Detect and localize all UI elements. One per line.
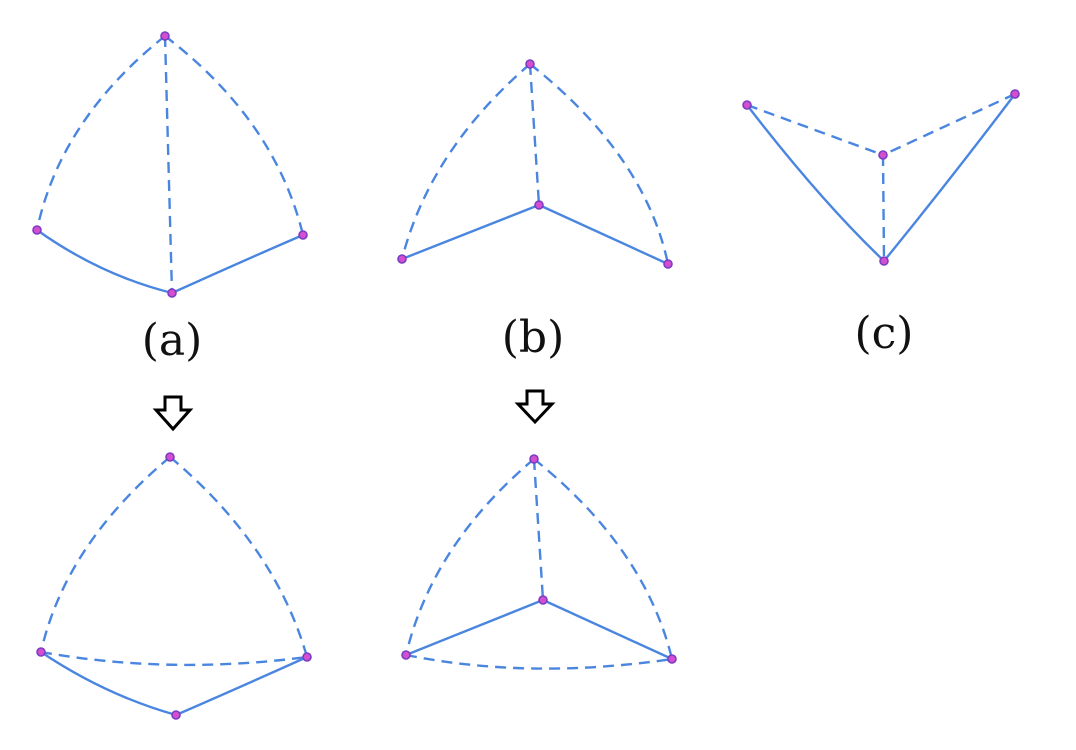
down-arrow-b	[514, 389, 556, 425]
vertex-b2-right	[667, 654, 677, 664]
edge-c-right-bottom	[882, 92, 1017, 263]
figure-b-bottom	[401, 454, 677, 670]
vertex-b-left	[397, 254, 407, 264]
vertex-a-right	[298, 230, 308, 240]
label-c: (c)	[855, 308, 914, 359]
edge-b-top-right	[529, 63, 670, 265]
edge-b-center-right	[537, 203, 670, 266]
figure-c	[742, 89, 1020, 266]
vertex-b2-left	[401, 650, 411, 660]
vertex-c-center	[878, 150, 888, 160]
edge-c-center-bottom	[881, 154, 886, 262]
figure-a-top	[32, 31, 308, 298]
edge-b2-top-left	[404, 458, 535, 656]
vertex-b-right	[663, 259, 673, 269]
edge-b-center-left	[400, 203, 541, 261]
edge-a-bottom-left	[35, 228, 174, 295]
edge-a-top-center	[163, 35, 174, 294]
vertex-a2-left	[36, 647, 46, 657]
edge-a-top-right	[164, 35, 305, 236]
down-arrow-a	[152, 395, 194, 432]
vertex-a2-bottom	[171, 710, 181, 720]
edge-a-top-left	[35, 35, 166, 231]
vertex-b-top	[525, 59, 535, 69]
vertex-b2-top	[529, 454, 539, 464]
edge-a2-right-bottom	[174, 655, 309, 717]
figure-b-top	[397, 59, 673, 269]
vertex-a-top	[160, 31, 170, 41]
vertex-a2-top	[165, 452, 175, 462]
edge-a2-left-bottom	[39, 650, 178, 717]
edge-b2-left-right	[405, 653, 673, 670]
vertex-c-bottom	[879, 256, 889, 266]
edge-c-left-bottom	[745, 103, 886, 263]
edge-a2-left-right	[40, 650, 308, 667]
edge-b2-top-center	[532, 458, 545, 601]
vertex-b2-center	[538, 595, 548, 605]
vertex-c-right	[1010, 89, 1020, 99]
edge-b-top-left	[400, 63, 531, 260]
vertex-a-left	[32, 225, 42, 235]
edge-b-top-center	[528, 63, 541, 206]
edge-a2-top-right	[169, 456, 309, 658]
edge-b2-top-right	[533, 458, 674, 660]
figure-a-bottom	[36, 452, 312, 720]
edge-b2-center-right	[541, 598, 674, 661]
vertex-a2-right	[302, 652, 312, 662]
edge-a2-top-left	[39, 456, 171, 653]
label-a: (a)	[142, 315, 203, 366]
vertex-c-left	[742, 100, 752, 110]
label-b: (b)	[502, 312, 565, 363]
edge-c-right-center	[882, 92, 1016, 157]
edge-b2-center-left	[404, 598, 545, 657]
edge-c-left-center	[746, 103, 884, 157]
vertex-b-center	[534, 200, 544, 210]
vertex-a-bottom	[167, 288, 177, 298]
edge-a-bottom-right	[170, 233, 305, 295]
